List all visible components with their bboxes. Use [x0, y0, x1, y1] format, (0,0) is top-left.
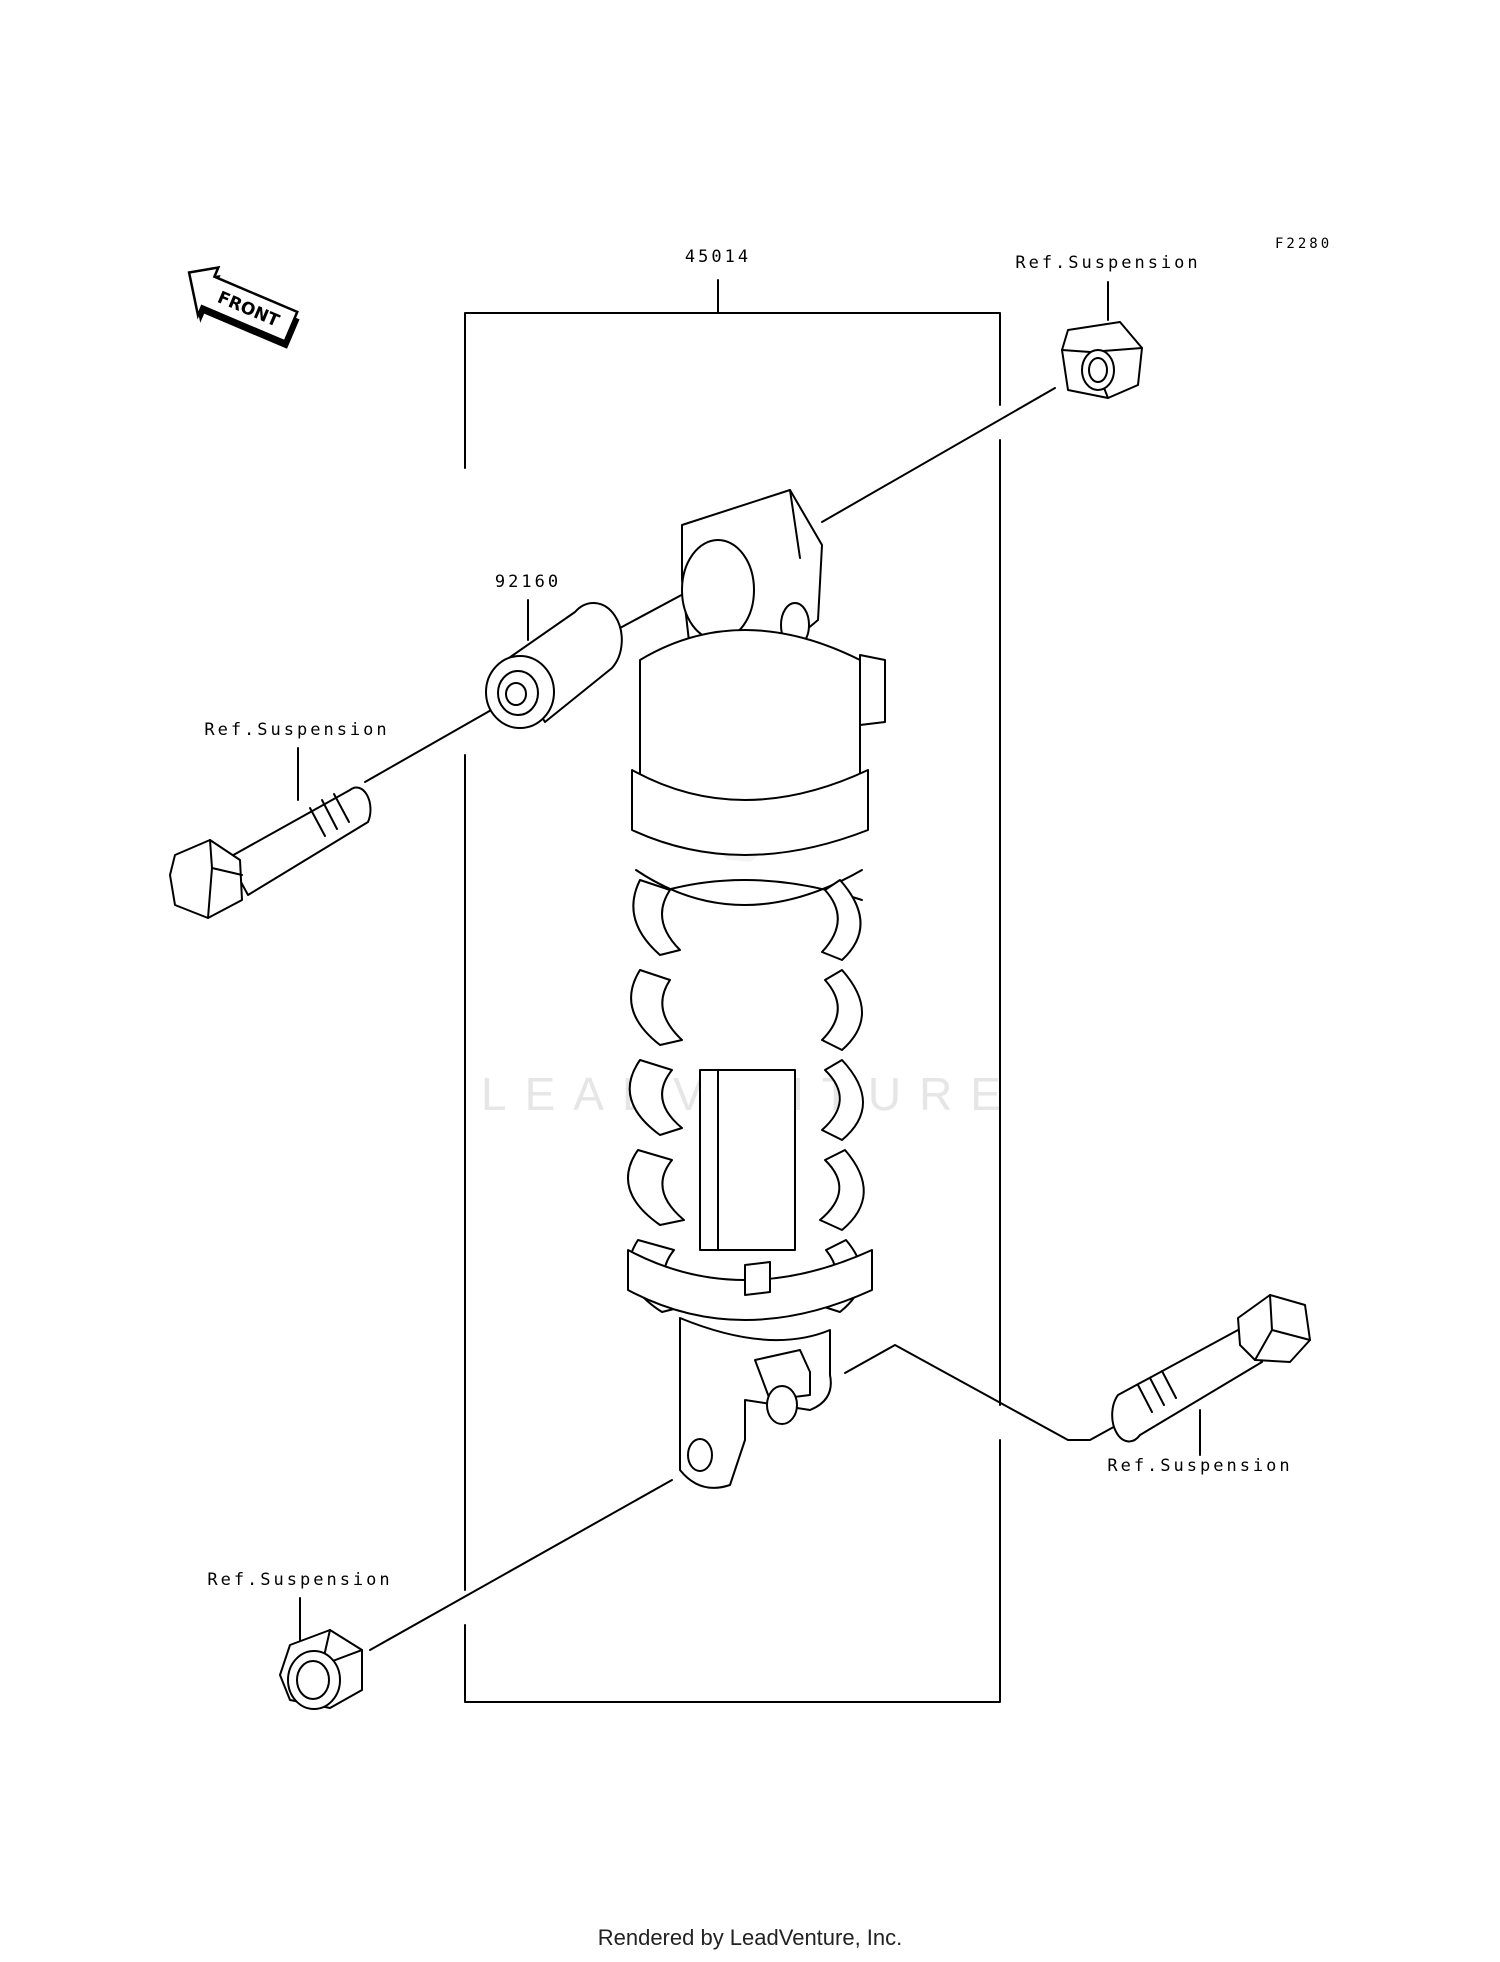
front-arrow-icon: FRONT: [187, 265, 300, 349]
callout-bottom-nut: Ref.Suspension: [207, 1570, 392, 1590]
callout-top-bolt: Ref.Suspension: [204, 720, 389, 740]
collar-92160-icon: [485, 602, 623, 729]
callout-92160: 92160: [495, 572, 561, 592]
top-nut-icon: [1061, 321, 1143, 399]
top-bolt-icon: [169, 786, 372, 919]
footer-credit: Rendered by LeadVenture, Inc.: [597, 1925, 903, 1950]
callout-bottom-bolt: Ref.Suspension: [1107, 1456, 1292, 1476]
callout-top-nut: Ref.Suspension: [1015, 253, 1200, 273]
bottom-nut-icon: [279, 1629, 363, 1710]
bottom-bolt-icon: [1111, 1294, 1311, 1443]
diagram-code: F2280: [1275, 236, 1332, 252]
callout-45014: 45014: [685, 247, 751, 267]
leader-lines: [297, 281, 1201, 1651]
shock-absorber-icon: [627, 489, 886, 1489]
assembly-bracket: [464, 279, 1001, 1703]
